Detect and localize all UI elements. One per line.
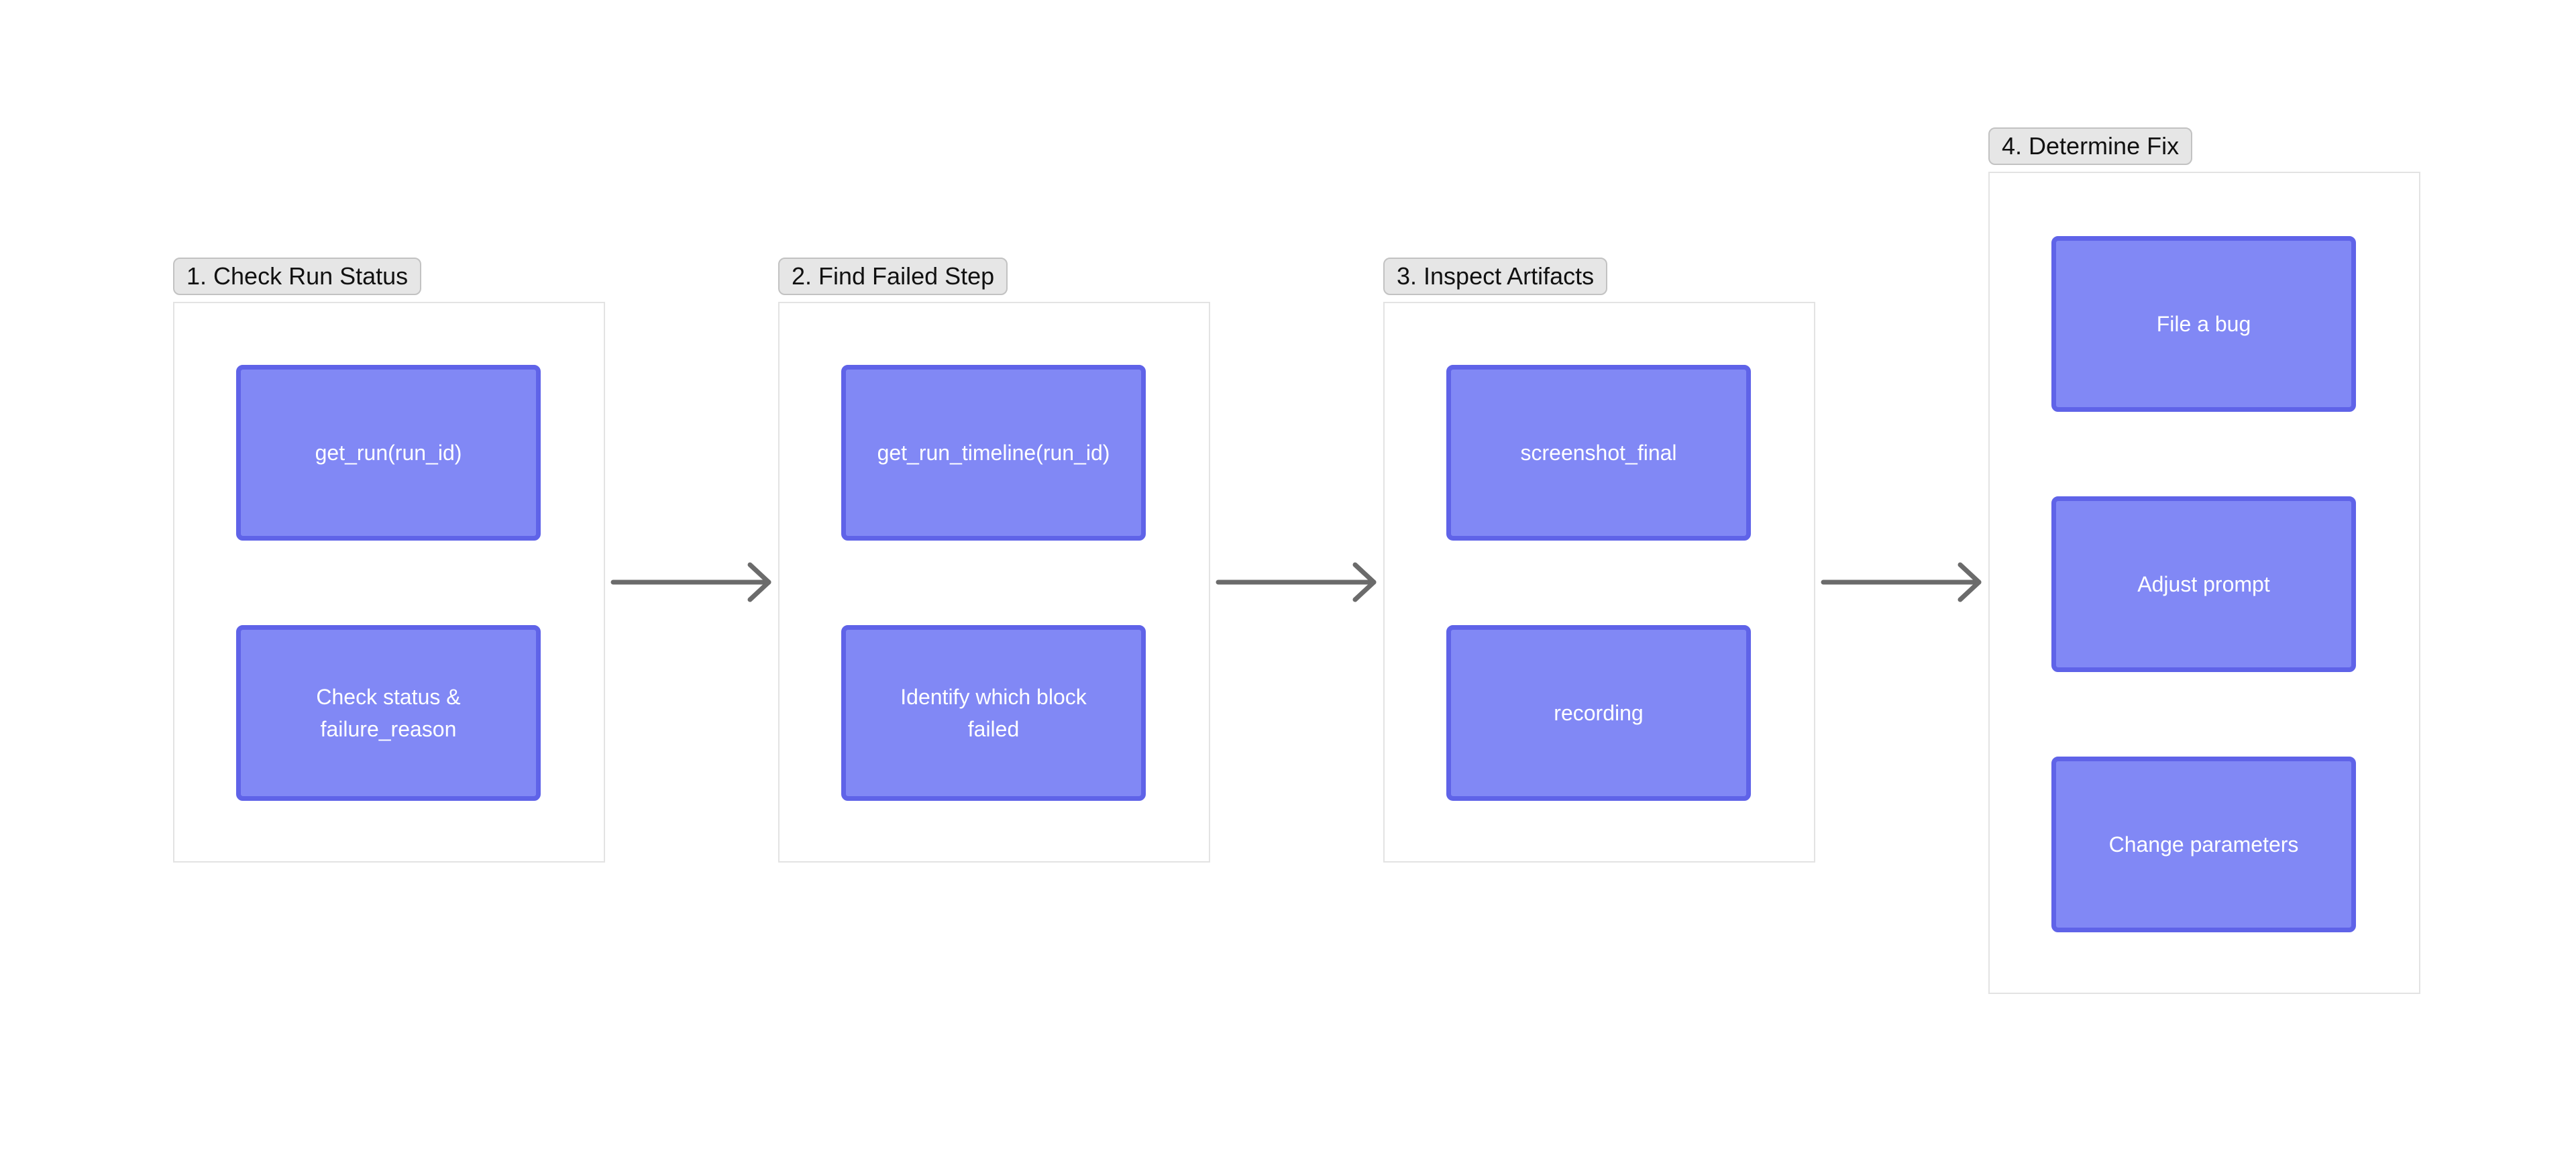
node-identify-failed-block-label: Identify which block failed bbox=[900, 685, 1087, 741]
node-recording-label: recording bbox=[1554, 701, 1644, 725]
node-get-run-label: get_run(run_id) bbox=[315, 441, 462, 465]
node-recording[interactable]: recording bbox=[1446, 625, 1751, 801]
node-check-status[interactable]: Check status & failure_reason bbox=[236, 625, 541, 801]
stage-4-frame: File a bug Adjust prompt Change paramete… bbox=[1988, 172, 2420, 994]
arrow-2-to-3 bbox=[1216, 562, 1377, 602]
node-file-a-bug-label: File a bug bbox=[2156, 312, 2251, 336]
stage-3-frame: screenshot_final recording bbox=[1383, 302, 1815, 863]
stage-2-label: 2. Find Failed Step bbox=[778, 258, 1008, 295]
stage-4-label: 4. Determine Fix bbox=[1988, 127, 2193, 165]
stage-1-frame: get_run(run_id) Check status & failure_r… bbox=[173, 302, 605, 863]
node-change-parameters-label: Change parameters bbox=[2108, 832, 2299, 857]
node-screenshot-final[interactable]: screenshot_final bbox=[1446, 365, 1751, 541]
stage-1-label: 1. Check Run Status bbox=[173, 258, 422, 295]
arrow-3-to-4 bbox=[1821, 562, 1982, 602]
node-get-run[interactable]: get_run(run_id) bbox=[236, 365, 541, 541]
node-change-parameters[interactable]: Change parameters bbox=[2051, 757, 2356, 932]
node-file-a-bug[interactable]: File a bug bbox=[2051, 236, 2356, 412]
node-get-run-timeline[interactable]: get_run_timeline(run_id) bbox=[841, 365, 1146, 541]
stage-2-frame: get_run_timeline(run_id) Identify which … bbox=[778, 302, 1210, 863]
node-adjust-prompt[interactable]: Adjust prompt bbox=[2051, 496, 2356, 672]
node-screenshot-final-label: screenshot_final bbox=[1520, 441, 1677, 465]
node-check-status-label: Check status & failure_reason bbox=[316, 685, 461, 741]
node-adjust-prompt-label: Adjust prompt bbox=[2137, 572, 2270, 596]
node-get-run-timeline-label: get_run_timeline(run_id) bbox=[877, 441, 1110, 465]
stage-3-label: 3. Inspect Artifacts bbox=[1383, 258, 1608, 295]
node-identify-failed-block[interactable]: Identify which block failed bbox=[841, 625, 1146, 801]
arrow-1-to-2 bbox=[610, 562, 771, 602]
